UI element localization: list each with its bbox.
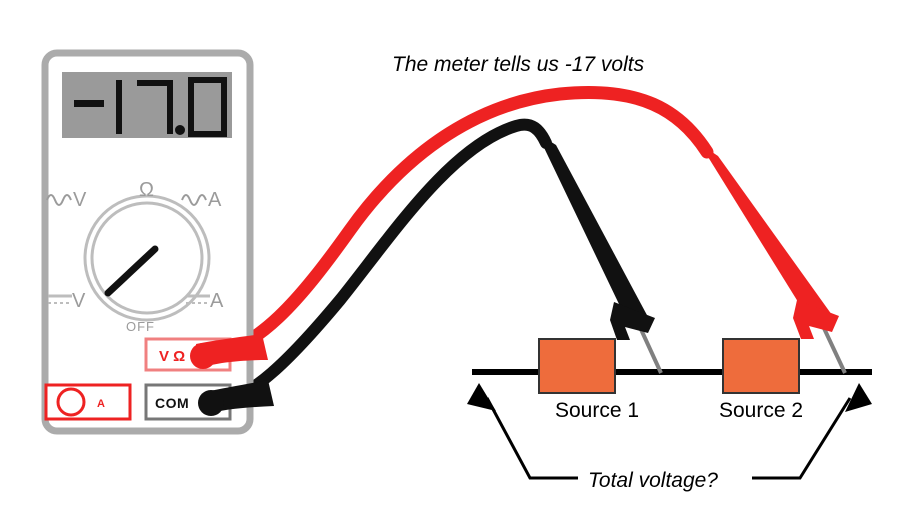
red-probe-body bbox=[700, 144, 832, 326]
red-probe-metal-tip bbox=[820, 323, 847, 374]
ac-sine-icon-right bbox=[181, 194, 207, 206]
dial-label-ac-volts: V bbox=[46, 189, 87, 211]
dial-label-dc-amps: A bbox=[186, 290, 224, 312]
dial-label-ac-amps-text: A bbox=[208, 189, 222, 211]
black-probe bbox=[537, 133, 663, 374]
source-2-box bbox=[722, 338, 800, 394]
black-probe-metal-tip bbox=[637, 324, 663, 374]
display-decimal-point bbox=[175, 125, 185, 135]
display-minus-sign bbox=[74, 100, 104, 107]
dial-label-dc-amps-text: A bbox=[210, 290, 224, 312]
ac-sine-icon-left bbox=[46, 194, 72, 206]
dial-label-dc-volts-text: V bbox=[72, 290, 86, 312]
left-arrowhead-icon bbox=[467, 383, 496, 411]
jack-amps[interactable]: A bbox=[44, 383, 132, 421]
figure-title: The meter tells us -17 volts bbox=[392, 53, 645, 76]
dial-inner-ring[interactable] bbox=[90, 201, 204, 315]
left-leader-line bbox=[485, 397, 578, 480]
total-voltage-annotation: Total voltage? bbox=[467, 383, 872, 492]
right-arrowhead-icon bbox=[845, 383, 872, 412]
jack-amps-socket-icon[interactable] bbox=[56, 387, 86, 417]
dial-label-dc-volts: V bbox=[48, 290, 86, 312]
dial-label-off: OFF bbox=[126, 319, 155, 334]
display-digit-1 bbox=[116, 80, 122, 134]
red-plug-tip bbox=[190, 343, 216, 369]
black-lead-plug bbox=[198, 380, 274, 416]
black-plug-tip bbox=[198, 390, 224, 416]
multimeter: -17.0 Ω V A V bbox=[41, 49, 254, 435]
right-leader-line bbox=[752, 397, 852, 480]
black-probe-collar bbox=[610, 302, 655, 340]
jack-amps-box[interactable] bbox=[44, 383, 132, 421]
source-2-label: Source 2 bbox=[719, 399, 803, 422]
display-digit-0 bbox=[188, 77, 227, 137]
black-probe-body bbox=[537, 133, 648, 327]
dial-pointer[interactable] bbox=[104, 245, 159, 297]
meter-case bbox=[41, 49, 254, 435]
dial-label-ac-amps: A bbox=[181, 189, 222, 211]
display-digit-7 bbox=[137, 80, 173, 134]
source-1-label: Source 1 bbox=[555, 399, 639, 422]
source-1-box bbox=[538, 338, 616, 394]
jack-amps-label: A bbox=[97, 398, 105, 410]
red-probe bbox=[700, 144, 847, 374]
jack-com-label: COM bbox=[155, 395, 189, 411]
circuit-group: Source 1 Source 2 bbox=[472, 338, 872, 422]
red-probe-collar bbox=[793, 300, 839, 339]
meter-display-value bbox=[74, 77, 227, 137]
dial-label-ohm: Ω bbox=[139, 179, 154, 201]
dial-label-ac-volts-text: V bbox=[73, 189, 87, 211]
total-voltage-caption: Total voltage? bbox=[588, 469, 718, 492]
jack-v-ohm-label: V Ω bbox=[159, 348, 185, 365]
red-lead-plug bbox=[190, 334, 268, 369]
dial-outer-ring bbox=[83, 194, 211, 322]
black-test-lead-wire bbox=[207, 118, 552, 410]
red-test-lead-wire bbox=[198, 85, 714, 364]
